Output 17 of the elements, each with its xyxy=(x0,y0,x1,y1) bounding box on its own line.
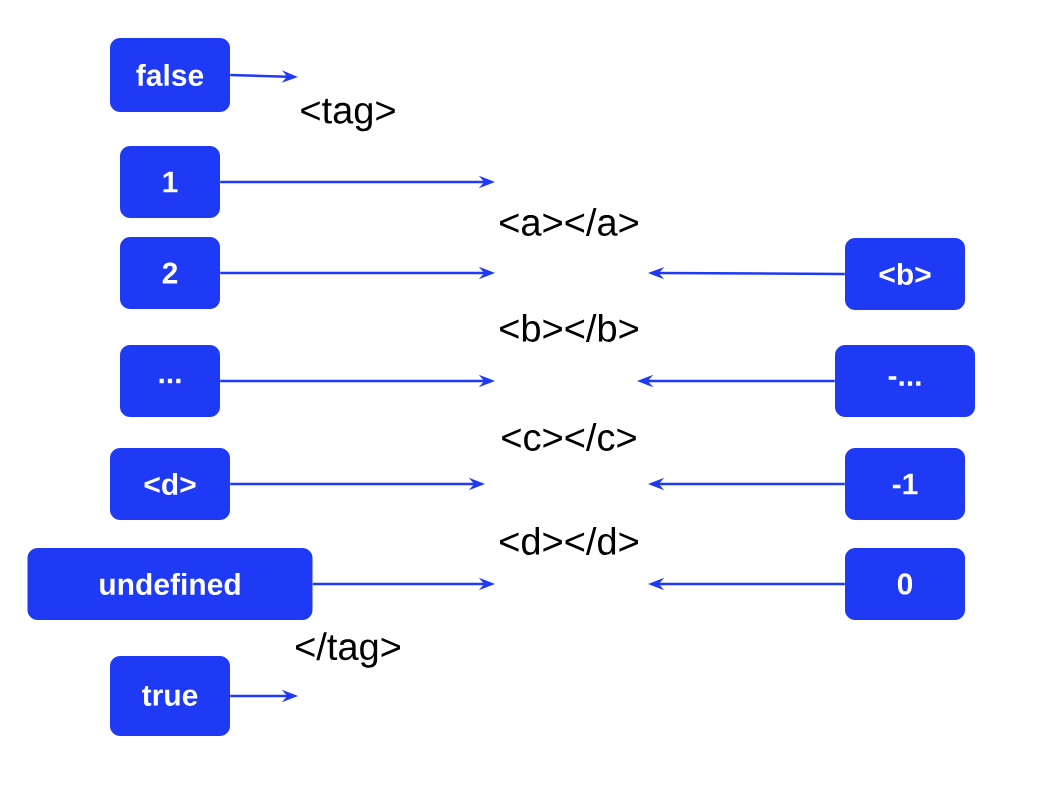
value-box: undefined xyxy=(27,548,313,620)
value-box: 0 xyxy=(845,548,965,620)
tag-label: <b></b> xyxy=(500,314,638,342)
value-box: <d> xyxy=(110,448,230,520)
value-box: 2 xyxy=(120,237,220,309)
tag-label: <d></d> xyxy=(500,527,638,555)
tag-label: <tag> xyxy=(301,98,395,132)
value-box: true xyxy=(110,656,230,736)
value-box: ... xyxy=(120,345,220,417)
tag-label: </tag> xyxy=(296,632,401,668)
tag-label: <c></c> xyxy=(502,423,636,451)
value-box: false xyxy=(110,38,230,112)
value-box: -1 xyxy=(845,448,965,520)
tag-label: <a></a> xyxy=(500,208,638,236)
value-box: 1 xyxy=(120,146,220,218)
value-box: -... xyxy=(835,345,975,417)
value-box: <b> xyxy=(845,238,965,310)
